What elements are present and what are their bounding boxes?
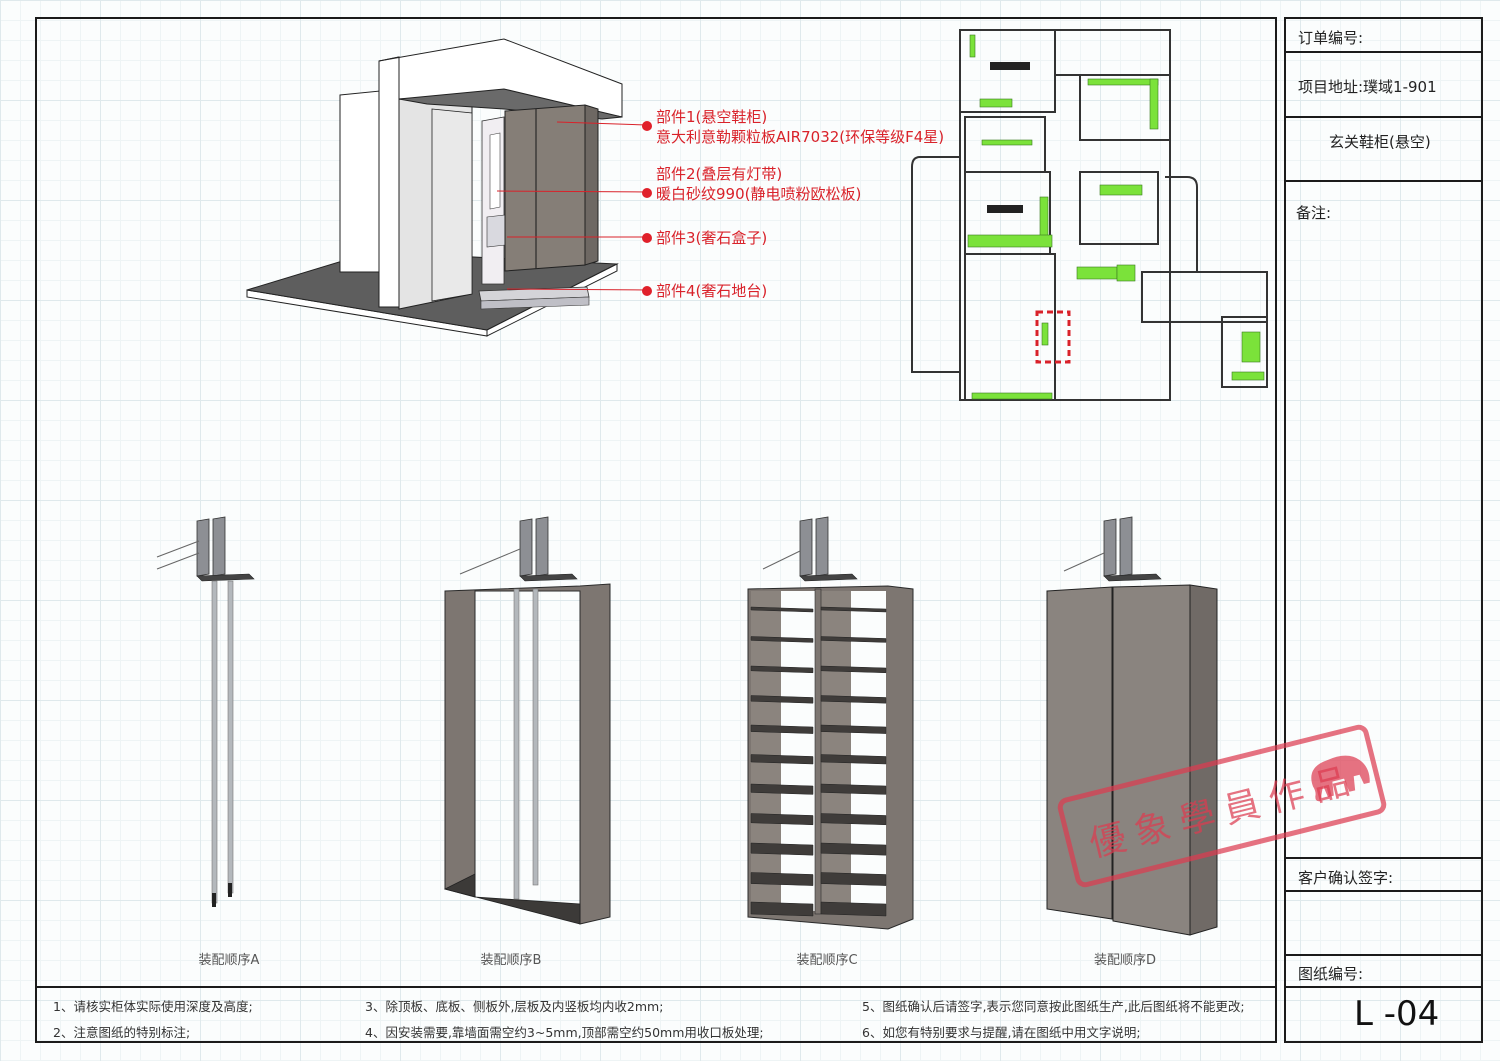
note-5: 5、图纸确认后请签字,表示您同意按此图纸生产,此后图纸将不能更改; bbox=[862, 999, 1245, 1014]
assembly-step-a-label: 装配顺序A bbox=[198, 953, 260, 968]
elephant-logo-icon bbox=[1311, 755, 1370, 802]
shelf bbox=[820, 606, 887, 613]
shelf bbox=[820, 665, 887, 674]
shelf bbox=[820, 813, 887, 826]
title-block: 订单编号: 项目地址:璞域1-901 玄关鞋柜(悬空) 备注: 客户确认签字: … bbox=[1284, 17, 1483, 1043]
entry-3d-view bbox=[246, 38, 623, 337]
remarks-label: 备注: bbox=[1296, 204, 1332, 222]
order-number-label: 订单编号: bbox=[1298, 29, 1364, 47]
callout-part-4-title: 部件4(奢石地台) bbox=[656, 282, 768, 300]
shelf bbox=[820, 754, 887, 765]
assembly-step-c-drawing bbox=[747, 516, 914, 930]
title-block-divider bbox=[1286, 51, 1481, 53]
note-4: 4、因安装需要,靠墙面需空约3~5mm,顶部需空约50mm用收口板处理; bbox=[365, 1025, 764, 1040]
shelf-group bbox=[750, 606, 887, 917]
watermark-stamp: 優象學員作品 bbox=[1055, 722, 1389, 890]
assembly-step-d-label: 装配顺序D bbox=[1093, 953, 1157, 968]
shelf bbox=[820, 695, 887, 704]
callout-part-1-material: 意大利意勒颗粒板AIR7032(环保等级F4星) bbox=[656, 128, 945, 146]
callout-dot-2 bbox=[642, 188, 652, 198]
shelf bbox=[750, 636, 814, 643]
note-1: 1、请核实柜体实际使用深度及高度; bbox=[53, 999, 253, 1014]
callout-part-3-title: 部件3(奢石盒子) bbox=[656, 229, 768, 247]
shelf bbox=[750, 842, 814, 856]
callout-part-2: 部件2(叠层有灯带) 暖白砂纹990(静电喷粉欧松板) bbox=[656, 164, 861, 204]
callout-part-1: 部件1(悬空鞋柜) 意大利意勒颗粒板AIR7032(环保等级F4星) bbox=[656, 107, 944, 147]
drawing-title: 玄关鞋柜(悬空) bbox=[1329, 133, 1431, 151]
shelf bbox=[820, 724, 887, 734]
title-block-divider bbox=[1286, 954, 1481, 956]
assembly-step-d-drawing bbox=[1046, 516, 1218, 936]
title-block-divider bbox=[1286, 857, 1481, 859]
shelf bbox=[820, 636, 887, 643]
shelf bbox=[750, 754, 814, 765]
assembly-step-b-label: 装配顺序B bbox=[480, 953, 542, 968]
title-block-divider bbox=[1286, 890, 1481, 892]
title-block-divider bbox=[1286, 116, 1481, 118]
assembly-step-a-drawing bbox=[156, 516, 255, 907]
callout-part-4: 部件4(奢石地台) bbox=[656, 281, 767, 301]
shelf bbox=[750, 665, 814, 674]
shelf bbox=[750, 783, 814, 795]
callout-part-2-material: 暖白砂纹990(静电喷粉欧松板) bbox=[656, 185, 862, 203]
note-3: 3、除顶板、底板、侧板外,层板及内竖板均内收2mm; bbox=[365, 999, 664, 1014]
shelf bbox=[750, 813, 814, 826]
note-2: 2、注意图纸的特别标注; bbox=[53, 1025, 191, 1040]
callout-dot-4 bbox=[642, 286, 652, 296]
customer-signature-field[interactable] bbox=[1286, 892, 1481, 954]
note-6: 6、如您有特别要求与提醒,请在图纸中用文字说明; bbox=[862, 1025, 1141, 1040]
notes-bar: 1、请核实柜体实际使用深度及高度; 2、注意图纸的特别标注; 3、除顶板、底板、… bbox=[37, 986, 1275, 1045]
title-block-divider bbox=[1286, 986, 1481, 988]
wall-bracket bbox=[156, 516, 255, 582]
shelf bbox=[750, 901, 814, 917]
callout-part-2-title: 部件2(叠层有灯带) bbox=[656, 165, 783, 183]
drawing-number: L -04 bbox=[1354, 994, 1440, 1034]
callout-part-1-title: 部件1(悬空鞋柜) bbox=[656, 108, 768, 126]
drawing-number-label: 图纸编号: bbox=[1298, 965, 1364, 983]
shelf bbox=[820, 872, 887, 886]
customer-signature-label: 客户确认签字: bbox=[1298, 869, 1394, 887]
callout-dot-1 bbox=[642, 121, 652, 131]
title-block-divider bbox=[1286, 180, 1481, 182]
shelf bbox=[820, 901, 887, 917]
assembly-step-b-drawing bbox=[443, 516, 611, 925]
project-address: 项目地址:璞域1-901 bbox=[1298, 78, 1437, 96]
callout-part-3: 部件3(奢石盒子) bbox=[656, 228, 767, 248]
shelf bbox=[750, 695, 814, 704]
shelf bbox=[750, 724, 814, 734]
callout-leaders bbox=[496, 121, 648, 291]
shelf bbox=[750, 872, 814, 886]
shelf bbox=[750, 606, 814, 613]
drawing-frame: 部件1(悬空鞋柜) 意大利意勒颗粒板AIR7032(环保等级F4星) 部件2(叠… bbox=[35, 17, 1277, 1043]
shelf bbox=[820, 783, 887, 795]
assembly-step-c-label: 装配顺序C bbox=[796, 953, 858, 968]
callout-dot-3 bbox=[642, 233, 652, 243]
floor-plan bbox=[911, 29, 1268, 401]
shelf bbox=[820, 842, 887, 856]
